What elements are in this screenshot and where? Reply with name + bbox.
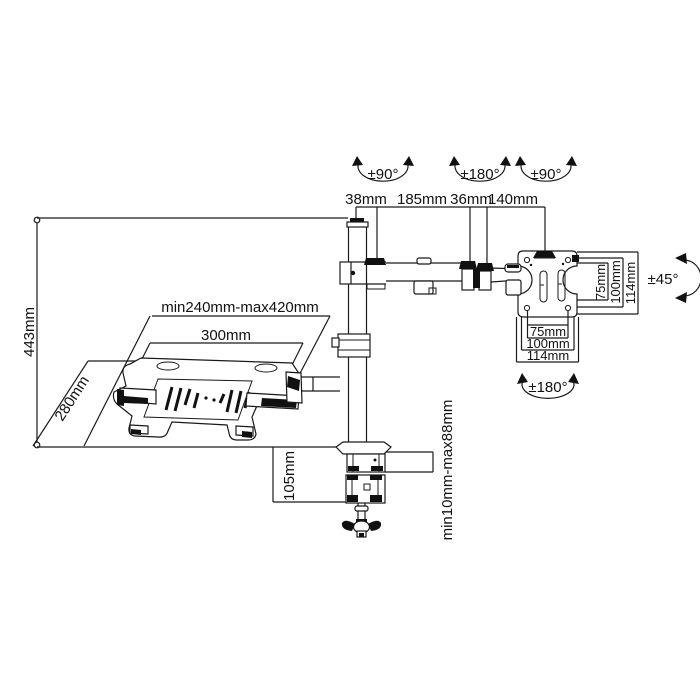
- desk-clamp: [335, 441, 392, 538]
- rotate-arrow-icon: [515, 156, 577, 182]
- rotate-arrow-icon: [449, 156, 511, 182]
- dim-height-label: 443mm: [21, 307, 38, 357]
- rotation-elbow-label: ±180°: [460, 166, 499, 183]
- tray-vent-hole: [254, 363, 278, 373]
- pole-arm-joint: [339, 261, 352, 285]
- vesa-side-100-label: 100mm: [608, 260, 623, 303]
- rotation-pole-label: ±90°: [368, 166, 399, 183]
- vesa-bottom-75-label: 75mm: [530, 324, 566, 339]
- pole: [331, 218, 371, 443]
- monitor-arm: [339, 257, 520, 295]
- dim-36-label: 36mm: [450, 191, 492, 208]
- dim-38-label: 38mm: [345, 191, 387, 208]
- tray-range-label: min240mm-max420mm: [161, 299, 319, 316]
- elbow-pin-cap: [459, 261, 477, 269]
- clamp-height-label: 105mm: [281, 451, 298, 501]
- tray-vent-hole: [156, 361, 180, 371]
- rotation-tilt-label: ±45°: [648, 271, 679, 288]
- vesa-bottom-100-label: 100mm: [526, 336, 569, 351]
- rotate-arrow-icon: [352, 156, 414, 182]
- vesa-top-tab: [533, 251, 556, 258]
- vesa-dim-brackets: [515, 251, 639, 363]
- tray-support-arm: [301, 376, 340, 392]
- arm-top-clip: [416, 257, 432, 265]
- rotate-arrow-icon: [517, 373, 579, 399]
- rotation-arrows: [352, 156, 700, 399]
- pole-collar: [337, 333, 371, 358]
- laptop-tray: [112, 357, 303, 441]
- tray-depth-label: 280mm: [51, 373, 93, 424]
- vesa-side-114-label: 114mm: [623, 262, 638, 304]
- tray-inner-plate: [143, 378, 253, 421]
- dimension-labels: 443mm 38mm 185mm 36mm 140mm ±90° ±180° ±…: [21, 166, 678, 540]
- dim-185-label: 185mm: [397, 191, 447, 208]
- vesa-slot: [557, 269, 566, 302]
- vesa-side-75-label: 75mm: [593, 264, 608, 300]
- tilt-arrow-icon: [675, 253, 700, 303]
- dim-140-label: 140mm: [488, 191, 538, 208]
- vesa-bottom-114-label: 114mm: [527, 348, 569, 363]
- vesa-tilt-block: [505, 279, 522, 296]
- rotation-vesa-swivel-label: ±90°: [531, 166, 562, 183]
- clamp-top-plate: [335, 441, 392, 455]
- vesa-slot: [539, 270, 548, 303]
- elbow-pin-cap: [476, 263, 494, 271]
- tray-width-label: 300mm: [201, 327, 251, 344]
- clamp-range-label: min10mm-max88mm: [439, 400, 456, 541]
- vesa-plate: [504, 250, 579, 318]
- rotation-vesa-rotate-label: ±180°: [528, 379, 567, 396]
